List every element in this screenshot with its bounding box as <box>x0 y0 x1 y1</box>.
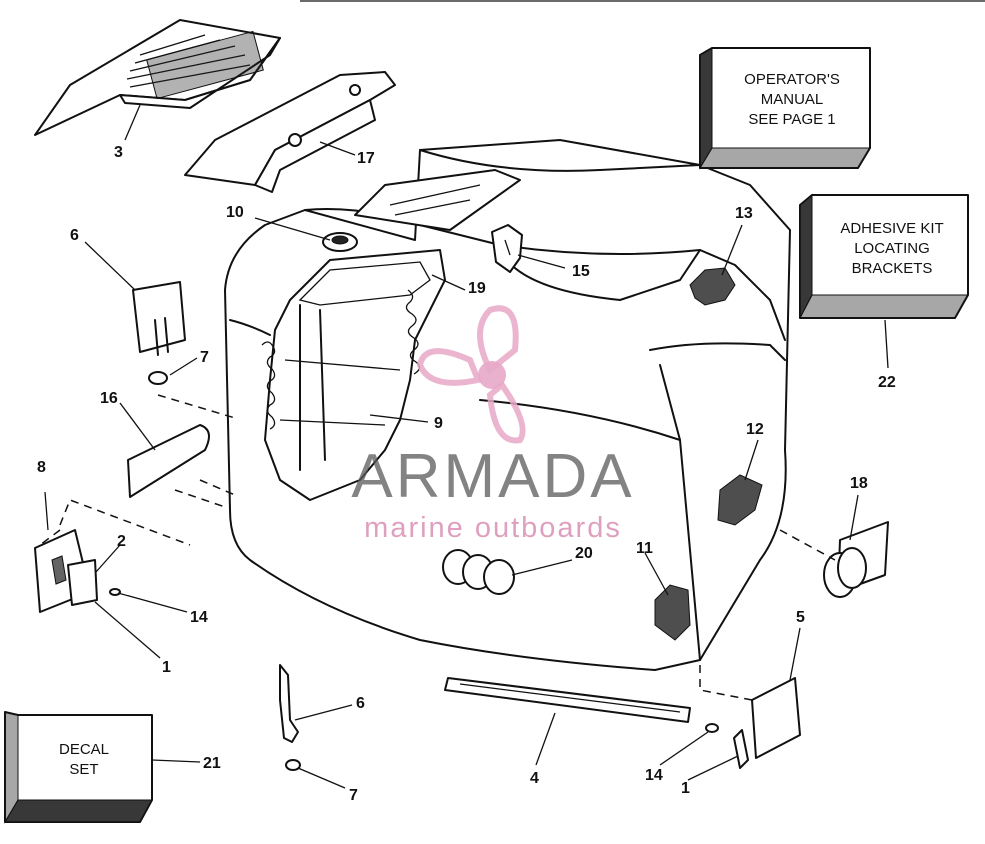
part-4-strip <box>444 677 691 723</box>
manual-line-1: OPERATOR'S <box>744 71 840 88</box>
manual-line-3: SEE PAGE 1 <box>748 111 835 128</box>
callout-4: 4 <box>530 770 539 787</box>
part-15-latch <box>491 224 523 273</box>
callout-6-lower: 6 <box>356 695 365 712</box>
callout-14-left: 14 <box>190 609 208 626</box>
adhesive-line-1: ADHESIVE KIT <box>840 220 943 237</box>
part-20-plugs <box>442 549 515 595</box>
callout-14-right: 14 <box>645 767 663 784</box>
manual-line-2: MANUAL <box>761 91 824 108</box>
part-6-upper <box>132 281 186 356</box>
callout-21: 21 <box>203 755 221 772</box>
callout-1-left: 1 <box>162 659 171 676</box>
callout-3: 3 <box>114 144 123 161</box>
part-3-grille <box>34 19 281 136</box>
callout-8: 8 <box>37 459 46 476</box>
part-5-plate <box>699 665 801 769</box>
callout-13: 13 <box>735 205 753 222</box>
adhesive-line-3: BRACKETS <box>852 260 933 277</box>
callout-17: 17 <box>357 150 375 167</box>
callout-11: 11 <box>636 540 653 557</box>
watermark-tagline: marine outboards <box>364 512 622 544</box>
callout-18: 18 <box>850 475 868 492</box>
callout-2: 2 <box>117 533 126 550</box>
decal-line-2: SET <box>69 761 98 778</box>
part-9-cutaway <box>261 249 446 501</box>
leader-lines <box>44 104 889 789</box>
callout-12: 12 <box>746 421 764 438</box>
part-10-knob <box>322 232 358 252</box>
propeller-logo-icon <box>416 305 526 444</box>
adhesive-line-2: LOCATING <box>854 240 930 257</box>
callout-5: 5 <box>796 609 805 626</box>
callout-15: 15 <box>572 263 590 280</box>
watermark-brand: ARMADA <box>351 442 634 511</box>
part-13-bracket <box>689 267 736 306</box>
callout-7-upper: 7 <box>200 349 209 366</box>
callout-10: 10 <box>226 204 244 221</box>
callout-6-upper: 6 <box>70 227 79 244</box>
decal-line-1: DECAL <box>59 741 109 758</box>
part-17-cover <box>184 71 396 193</box>
callout-1-right: 1 <box>681 780 690 797</box>
decal-set-box <box>4 711 153 824</box>
part-6-lower <box>279 664 301 771</box>
part-8-latch-plate <box>34 499 191 613</box>
part-18-decal <box>779 521 889 598</box>
part-11-bracket <box>654 584 691 641</box>
callout-9: 9 <box>434 415 443 432</box>
callout-7-lower: 7 <box>349 787 358 804</box>
part-7-upper <box>148 371 236 419</box>
callout-19: 19 <box>468 280 486 297</box>
operators-manual-box <box>699 47 871 170</box>
callout-16: 16 <box>100 390 118 407</box>
adhesive-kit-box <box>799 193 969 319</box>
callout-20: 20 <box>575 545 593 562</box>
part-12-bracket <box>717 474 763 526</box>
callout-22: 22 <box>878 374 896 391</box>
part-16-plate <box>127 424 236 508</box>
